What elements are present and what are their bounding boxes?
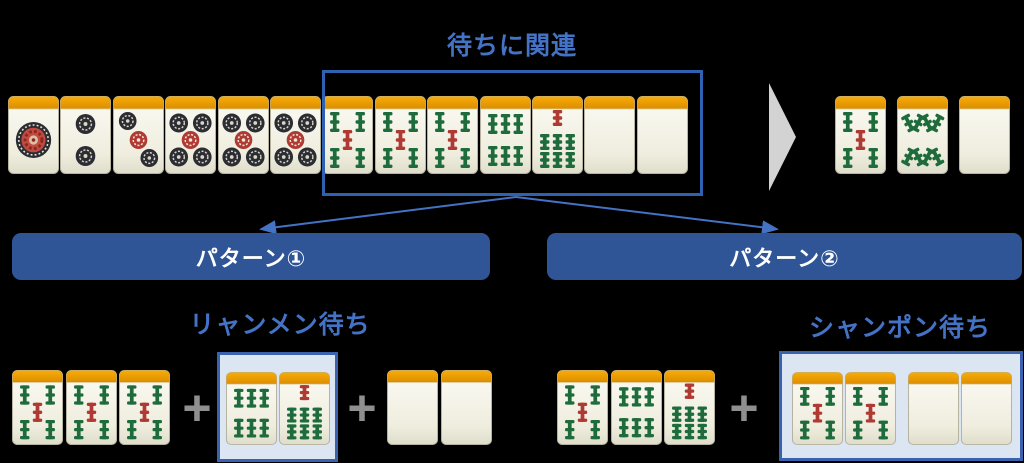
tile-3-pin — [112, 96, 164, 174]
tile-6-sou — [479, 96, 531, 174]
pattern2-run-group — [557, 370, 716, 445]
pattern1-bar: パターン① — [12, 233, 490, 280]
tile-5-pin — [269, 96, 321, 174]
tile-5-sou — [374, 96, 426, 174]
tile-5-sou — [427, 96, 479, 174]
tile-5-sou — [119, 370, 171, 445]
tile-2-pin — [60, 96, 112, 174]
tile-8-sou — [897, 96, 948, 174]
plus-icon: + — [347, 380, 377, 436]
tile-1-pin — [8, 96, 59, 174]
pattern2-wait-highlight — [779, 351, 1023, 461]
tile-5-sou — [845, 372, 896, 445]
tile-7-sou — [279, 372, 330, 445]
tile-5-pin — [217, 96, 269, 174]
tile-5-sou — [835, 96, 886, 174]
pattern1-back-pair-group — [387, 370, 492, 445]
tile-5-sou — [557, 370, 608, 445]
tile-5-sou — [12, 370, 63, 445]
arrow-right-icon — [769, 83, 796, 191]
pattern2-wait-pair-tiles — [792, 372, 896, 458]
pattern2-wait-label: シャンポン待ち — [808, 314, 991, 342]
tile-blank — [584, 96, 636, 174]
tile-blank — [961, 372, 1012, 445]
tile-5-sou — [65, 370, 117, 445]
pattern2-bar: パターン② — [547, 233, 1022, 280]
tile-blank — [959, 96, 1010, 174]
tile-7-sou — [531, 96, 583, 174]
pattern1-triplet-group — [12, 370, 171, 445]
tile-blank — [908, 372, 959, 445]
tile-6-sou — [226, 372, 277, 445]
pattern1-wait-highlight — [217, 352, 338, 462]
tile-blank — [387, 370, 438, 445]
plus-icon: + — [182, 380, 212, 436]
tile-blank — [440, 370, 492, 445]
hand-tiles-row — [8, 96, 688, 174]
page-title: 待ちに関連 — [446, 32, 577, 60]
pattern1-wait-label: リャンメン待ち — [189, 311, 371, 339]
tile-6-sou — [610, 370, 662, 445]
pattern1-wait-tiles — [226, 372, 335, 445]
tile-5-pin — [165, 96, 217, 174]
result-tiles-row — [835, 96, 1010, 174]
wait-group-box — [322, 70, 703, 196]
tile-7-sou — [664, 370, 716, 445]
pattern1-bar-label: パターン① — [195, 245, 307, 271]
plus-icon: + — [729, 380, 759, 436]
pattern2-bar-label: パターン② — [729, 245, 840, 271]
tile-5-sou — [792, 372, 843, 445]
pattern2-back-pair-tiles — [908, 372, 1012, 458]
tile-blank — [636, 96, 688, 174]
tile-5-sou — [322, 96, 374, 174]
